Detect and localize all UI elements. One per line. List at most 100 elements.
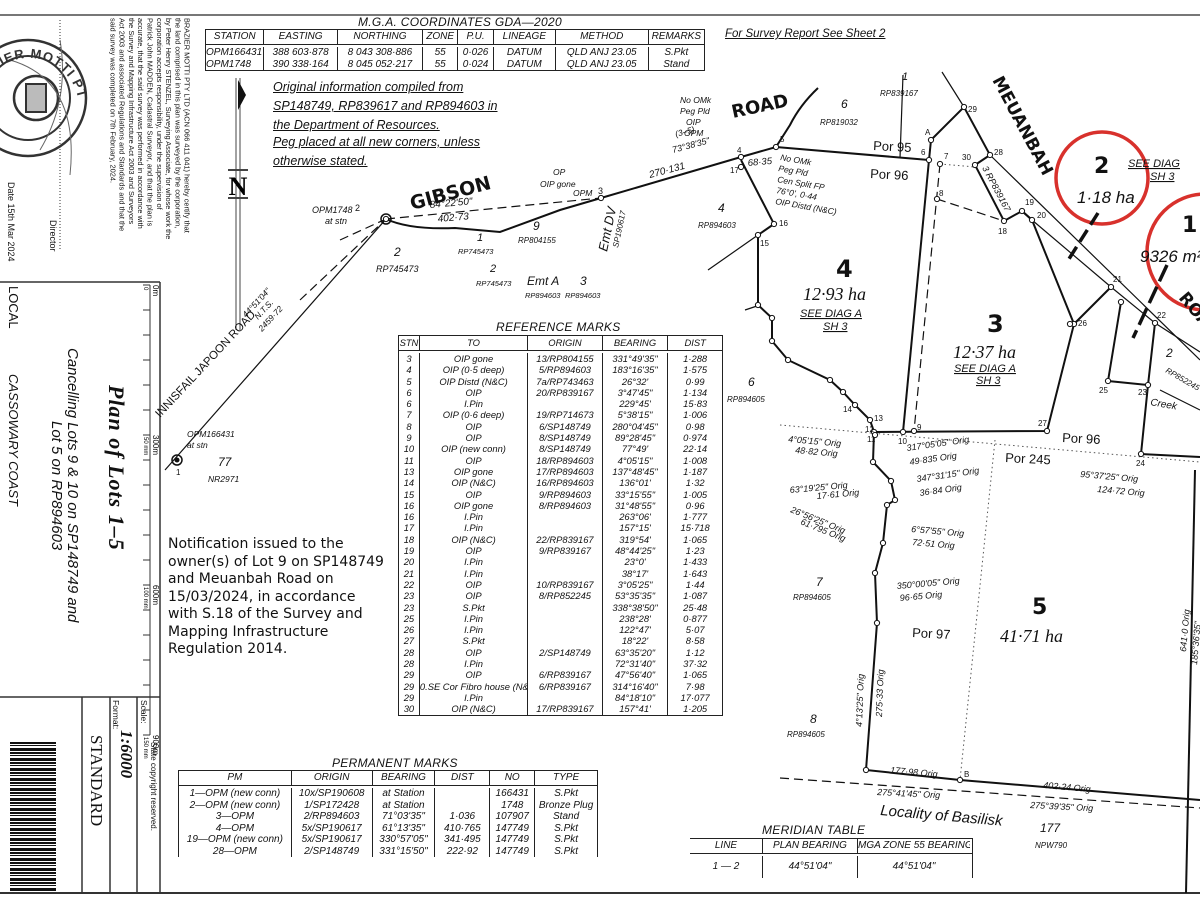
table-cell: 319°54': [603, 533, 669, 546]
table-cell: 229°45': [603, 398, 669, 410]
table-cell: 147749: [490, 834, 536, 846]
station-marker: [862, 766, 870, 774]
map-label: 2: [393, 245, 401, 259]
table-cell: 1·575: [683, 364, 708, 376]
table-cell: 8 045 052·217: [338, 58, 423, 70]
table-cell: 10/RP839167: [528, 578, 603, 591]
table-cell: 17·077: [680, 691, 710, 703]
note-line: SP148749, RP839617 and RP894603 in: [273, 99, 498, 113]
table-cell: 1·643: [683, 567, 708, 579]
map-label: RP745473: [458, 247, 494, 256]
map-label: 9: [917, 423, 922, 432]
map-label: 24: [1136, 459, 1145, 468]
table-cell: 330°57'05": [373, 834, 436, 846]
map-label: RP745473: [376, 264, 419, 274]
station-marker: [899, 428, 907, 436]
table-cell: OIP (N&C): [420, 703, 529, 715]
station-marker: [883, 501, 891, 509]
table-cell: 5x/SP190617: [292, 834, 373, 846]
table-cell: 61°13'35": [373, 822, 436, 834]
table-cell: [528, 556, 603, 568]
survey-report-note: For Survey Report See Sheet 2: [725, 28, 886, 40]
map-label: INNISFAIL JAPOON ROAD: [153, 309, 258, 420]
certification-line: the land comprised in this plan was surv…: [173, 18, 183, 229]
map-label: Por 97: [912, 625, 951, 642]
north-arrow-icon: [228, 78, 248, 330]
table-cell: 22/RP839167: [528, 533, 603, 546]
table-cell: [528, 635, 603, 647]
table-cell: I.Pin: [420, 612, 529, 625]
scale-bar-label-mm: 150 mm: [142, 737, 148, 759]
cancelling-line: Cancelling Lots 9 & 10 on SP148749 and: [64, 348, 81, 623]
map-label: 347°31'15" Orig: [916, 465, 980, 484]
table-cell: 6/RP839167: [528, 680, 603, 692]
table-cell: I.Pin: [420, 691, 529, 704]
map-label: RP894603: [525, 291, 561, 300]
column-header: BEARING: [603, 336, 669, 350]
column-header: ORIGIN: [292, 771, 373, 785]
table-cell: OIP gone: [420, 353, 529, 365]
table-cell: OIP: [420, 420, 529, 433]
map-label: 8: [939, 189, 944, 198]
map-label: RP894605: [793, 593, 831, 602]
map-label: 6: [748, 375, 755, 389]
map-label: 7: [816, 575, 824, 589]
table-cell: 89°28'45": [603, 432, 669, 444]
table-cell: [435, 799, 491, 811]
map-label: 3: [580, 274, 587, 288]
map-label: 68·35: [747, 156, 773, 169]
map-label: SH 3: [823, 321, 848, 333]
scale-bar-label-m: 300m: [151, 435, 160, 455]
table-cell: OIP: [420, 545, 529, 557]
station-marker: [933, 195, 941, 203]
map-label: 12·93 ha: [803, 284, 866, 304]
table-cell: 28—OPM: [179, 845, 292, 857]
table-cell: 1·187: [683, 465, 708, 477]
table-cell: 1·44: [685, 578, 705, 590]
notification-line: Notification issued to the: [168, 536, 344, 552]
table-cell: 1·036: [435, 811, 491, 823]
notification-line: owner(s) of Lot 9 on SP148749: [168, 553, 384, 570]
map-label: ROAD: [730, 90, 791, 123]
station-marker: [768, 314, 776, 322]
local-government-value: CASSOWARY COAST: [6, 374, 21, 506]
table-cell: 14: [399, 477, 420, 489]
table-cell: I.Pin: [420, 522, 529, 534]
table-cell: 10x/SP190608: [292, 788, 373, 800]
station-marker: [597, 194, 605, 202]
map-label: 30: [962, 153, 971, 162]
table-cell: 2/SP148749: [292, 845, 373, 857]
table-cell: I.Pin: [420, 398, 529, 410]
table-cell: 30: [399, 703, 420, 715]
local-government-label: LOCAL: [6, 286, 21, 329]
map-label: 13: [874, 414, 883, 423]
map-label: 14: [843, 405, 852, 414]
note-line: otherwise stated.: [273, 154, 368, 168]
table-cell: S.Pkt: [420, 635, 529, 647]
station-marker: [1107, 283, 1115, 291]
certification-line: by Peter Henry STENZEL, Surveying Associ…: [164, 18, 174, 240]
map-label: 185°36'35": [1189, 620, 1200, 665]
table-cell: 147749: [490, 822, 536, 834]
map-label: 4: [718, 201, 725, 215]
map-label: 27: [1038, 419, 1047, 428]
notification-line: Regulation 2014.: [168, 641, 288, 657]
table-cell: 26°32': [603, 375, 669, 387]
map-label: 1·18 ha: [1077, 188, 1135, 207]
table-cell: 26: [399, 624, 420, 636]
